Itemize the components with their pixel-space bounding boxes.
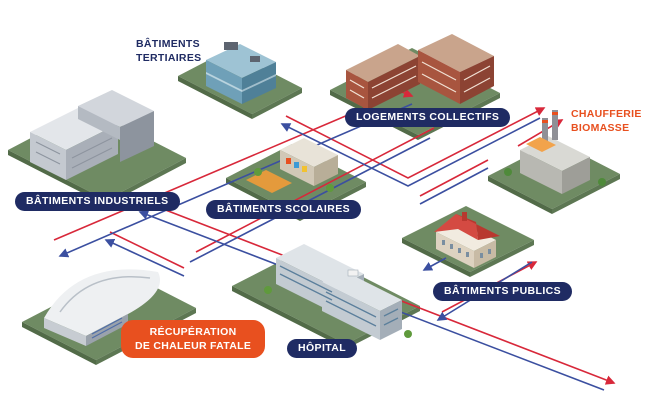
- label-chaufferie-biomasse: CHAUFFERIE BIOMASSE: [571, 107, 642, 135]
- label-logements-collectifs: LOGEMENTS COLLECTIFS: [345, 108, 511, 127]
- industrial-buildings: [30, 90, 154, 180]
- hospital-building: [264, 244, 412, 340]
- collective-housing-buildings: [346, 34, 494, 110]
- label-batiments-industriels: BÂTIMENTS INDUSTRIELS: [15, 192, 180, 211]
- label-tertiaires-line1: BÂTIMENTS: [136, 38, 200, 50]
- tertiary-office-building: [206, 42, 276, 104]
- heat-recovery-facility: [44, 269, 160, 346]
- label-chaufferie-line1: CHAUFFERIE: [571, 108, 642, 120]
- label-hopital: HÔPITAL: [287, 339, 358, 358]
- label-recuperation-chaleur-fatale: RÉCUPÉRATION DE CHALEUR FATALE: [121, 320, 266, 358]
- label-tertiaires-line2: TERTIAIRES: [136, 52, 202, 64]
- school-building: [246, 138, 338, 193]
- label-recuperation-line2: DE CHALEUR FATALE: [135, 340, 252, 352]
- label-batiments-scolaires: BÂTIMENTS SCOLAIRES: [206, 200, 362, 219]
- biomass-boiler-plant: [504, 110, 606, 194]
- public-building: [434, 212, 500, 268]
- label-batiments-publics: BÂTIMENTS PUBLICS: [433, 282, 573, 301]
- label-chaufferie-line2: BIOMASSE: [571, 122, 630, 134]
- label-batiments-tertiaires: BÂTIMENTS TERTIAIRES: [136, 37, 201, 65]
- label-recuperation-line1: RÉCUPÉRATION: [149, 326, 237, 338]
